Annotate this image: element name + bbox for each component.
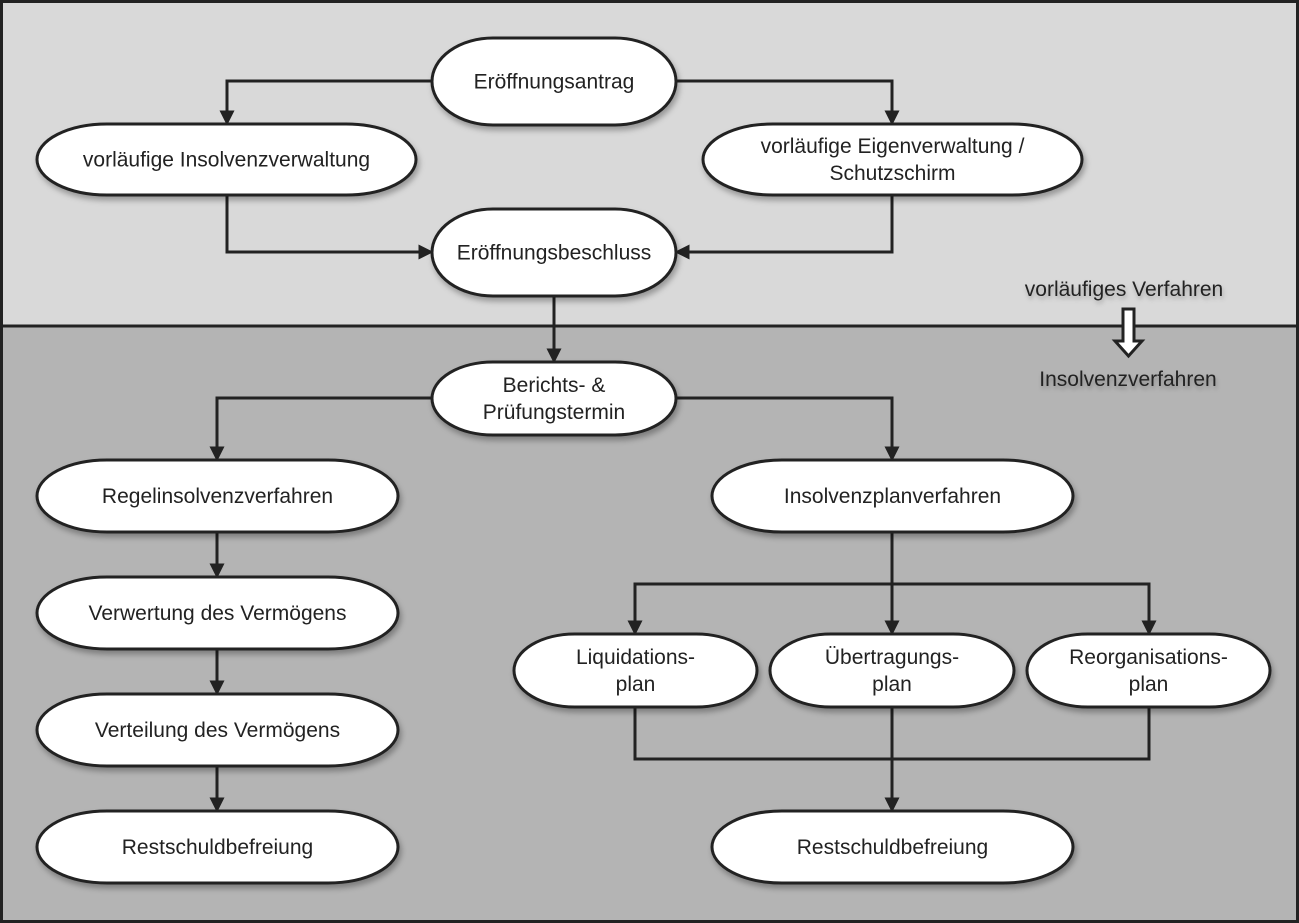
- node-label: Insolvenzplanverfahren: [784, 485, 1001, 508]
- node-shape: [35, 692, 400, 768]
- node-shape: [430, 360, 678, 437]
- node-reorganisationsplan: Reorganisations-plan: [1025, 632, 1272, 709]
- node-shape: [35, 809, 400, 885]
- node-uebertragungsplan: Übertragungs-plan: [768, 632, 1016, 709]
- node-label: Regelinsolvenzverfahren: [102, 485, 333, 508]
- node-label: vorläufige Eigenverwaltung /: [761, 135, 1025, 158]
- node-eroeffnungsbeschluss: Eröffnungsbeschluss: [430, 207, 678, 298]
- node-shape: [1025, 632, 1272, 709]
- node-label: Eröffnungsbeschluss: [457, 242, 652, 265]
- node-restschuld-left: Restschuldbefreiung: [35, 809, 400, 885]
- node-verteilung: Verteilung des Vermögens: [35, 692, 400, 768]
- node-label: Restschuldbefreiung: [122, 836, 313, 859]
- node-shape: [512, 632, 759, 709]
- phase-label-preliminary: vorläufiges Verfahren: [1025, 278, 1223, 301]
- node-label: Berichts- &: [503, 374, 606, 397]
- node-verwertung: Verwertung des Vermögens: [35, 575, 400, 651]
- node-shape: [768, 632, 1016, 709]
- hollow-down-arrow-icon: [1111, 307, 1146, 359]
- node-shape: [710, 458, 1075, 534]
- node-label: Schutzschirm: [829, 162, 955, 185]
- node-label: Reorganisations-: [1069, 646, 1228, 669]
- node-regelinsolvenz: Regelinsolvenzverfahren: [35, 458, 400, 534]
- node-shape: [430, 36, 678, 127]
- node-label: Restschuldbefreiung: [797, 836, 988, 859]
- node-shape: [430, 207, 678, 298]
- phase-label-main: Insolvenzverfahren: [1039, 368, 1216, 391]
- node-berichtstermin: Berichts- & Prüfungstermin: [430, 360, 678, 437]
- connectors: [209, 79, 1157, 813]
- node-label: Verteilung des Vermögens: [95, 719, 340, 742]
- node-shape: [710, 809, 1075, 885]
- node-shape: [701, 122, 1084, 197]
- node-liquidationsplan: Liquidations-plan: [512, 632, 759, 709]
- node-label: Eröffnungsantrag: [474, 71, 635, 94]
- node-restschuld-right: Restschuldbefreiung: [710, 809, 1075, 885]
- node-shape: [35, 575, 400, 651]
- node-shape: [35, 458, 400, 534]
- node-label: plan: [1129, 673, 1169, 696]
- node-eroeffnungsantrag: Eröffnungsantrag: [430, 36, 678, 127]
- node-label: Liquidations-: [576, 646, 695, 669]
- node-shape: [35, 122, 418, 197]
- node-insolvenzplan: Insolvenzplanverfahren: [710, 458, 1075, 534]
- node-label: vorläufige Insolvenzverwaltung: [83, 149, 370, 172]
- node-label: Prüfungstermin: [483, 401, 625, 424]
- node-label: plan: [872, 673, 912, 696]
- node-label: Übertragungs-: [825, 646, 959, 669]
- node-label: Verwertung des Vermögens: [89, 602, 347, 625]
- node-label: plan: [616, 673, 656, 696]
- node-vorl-eigenverwaltung: vorläufige Eigenverwaltung / Schutzschirm: [701, 122, 1084, 197]
- node-vorl-insolvenzverwaltung: vorläufige Insolvenzverwaltung: [35, 122, 418, 197]
